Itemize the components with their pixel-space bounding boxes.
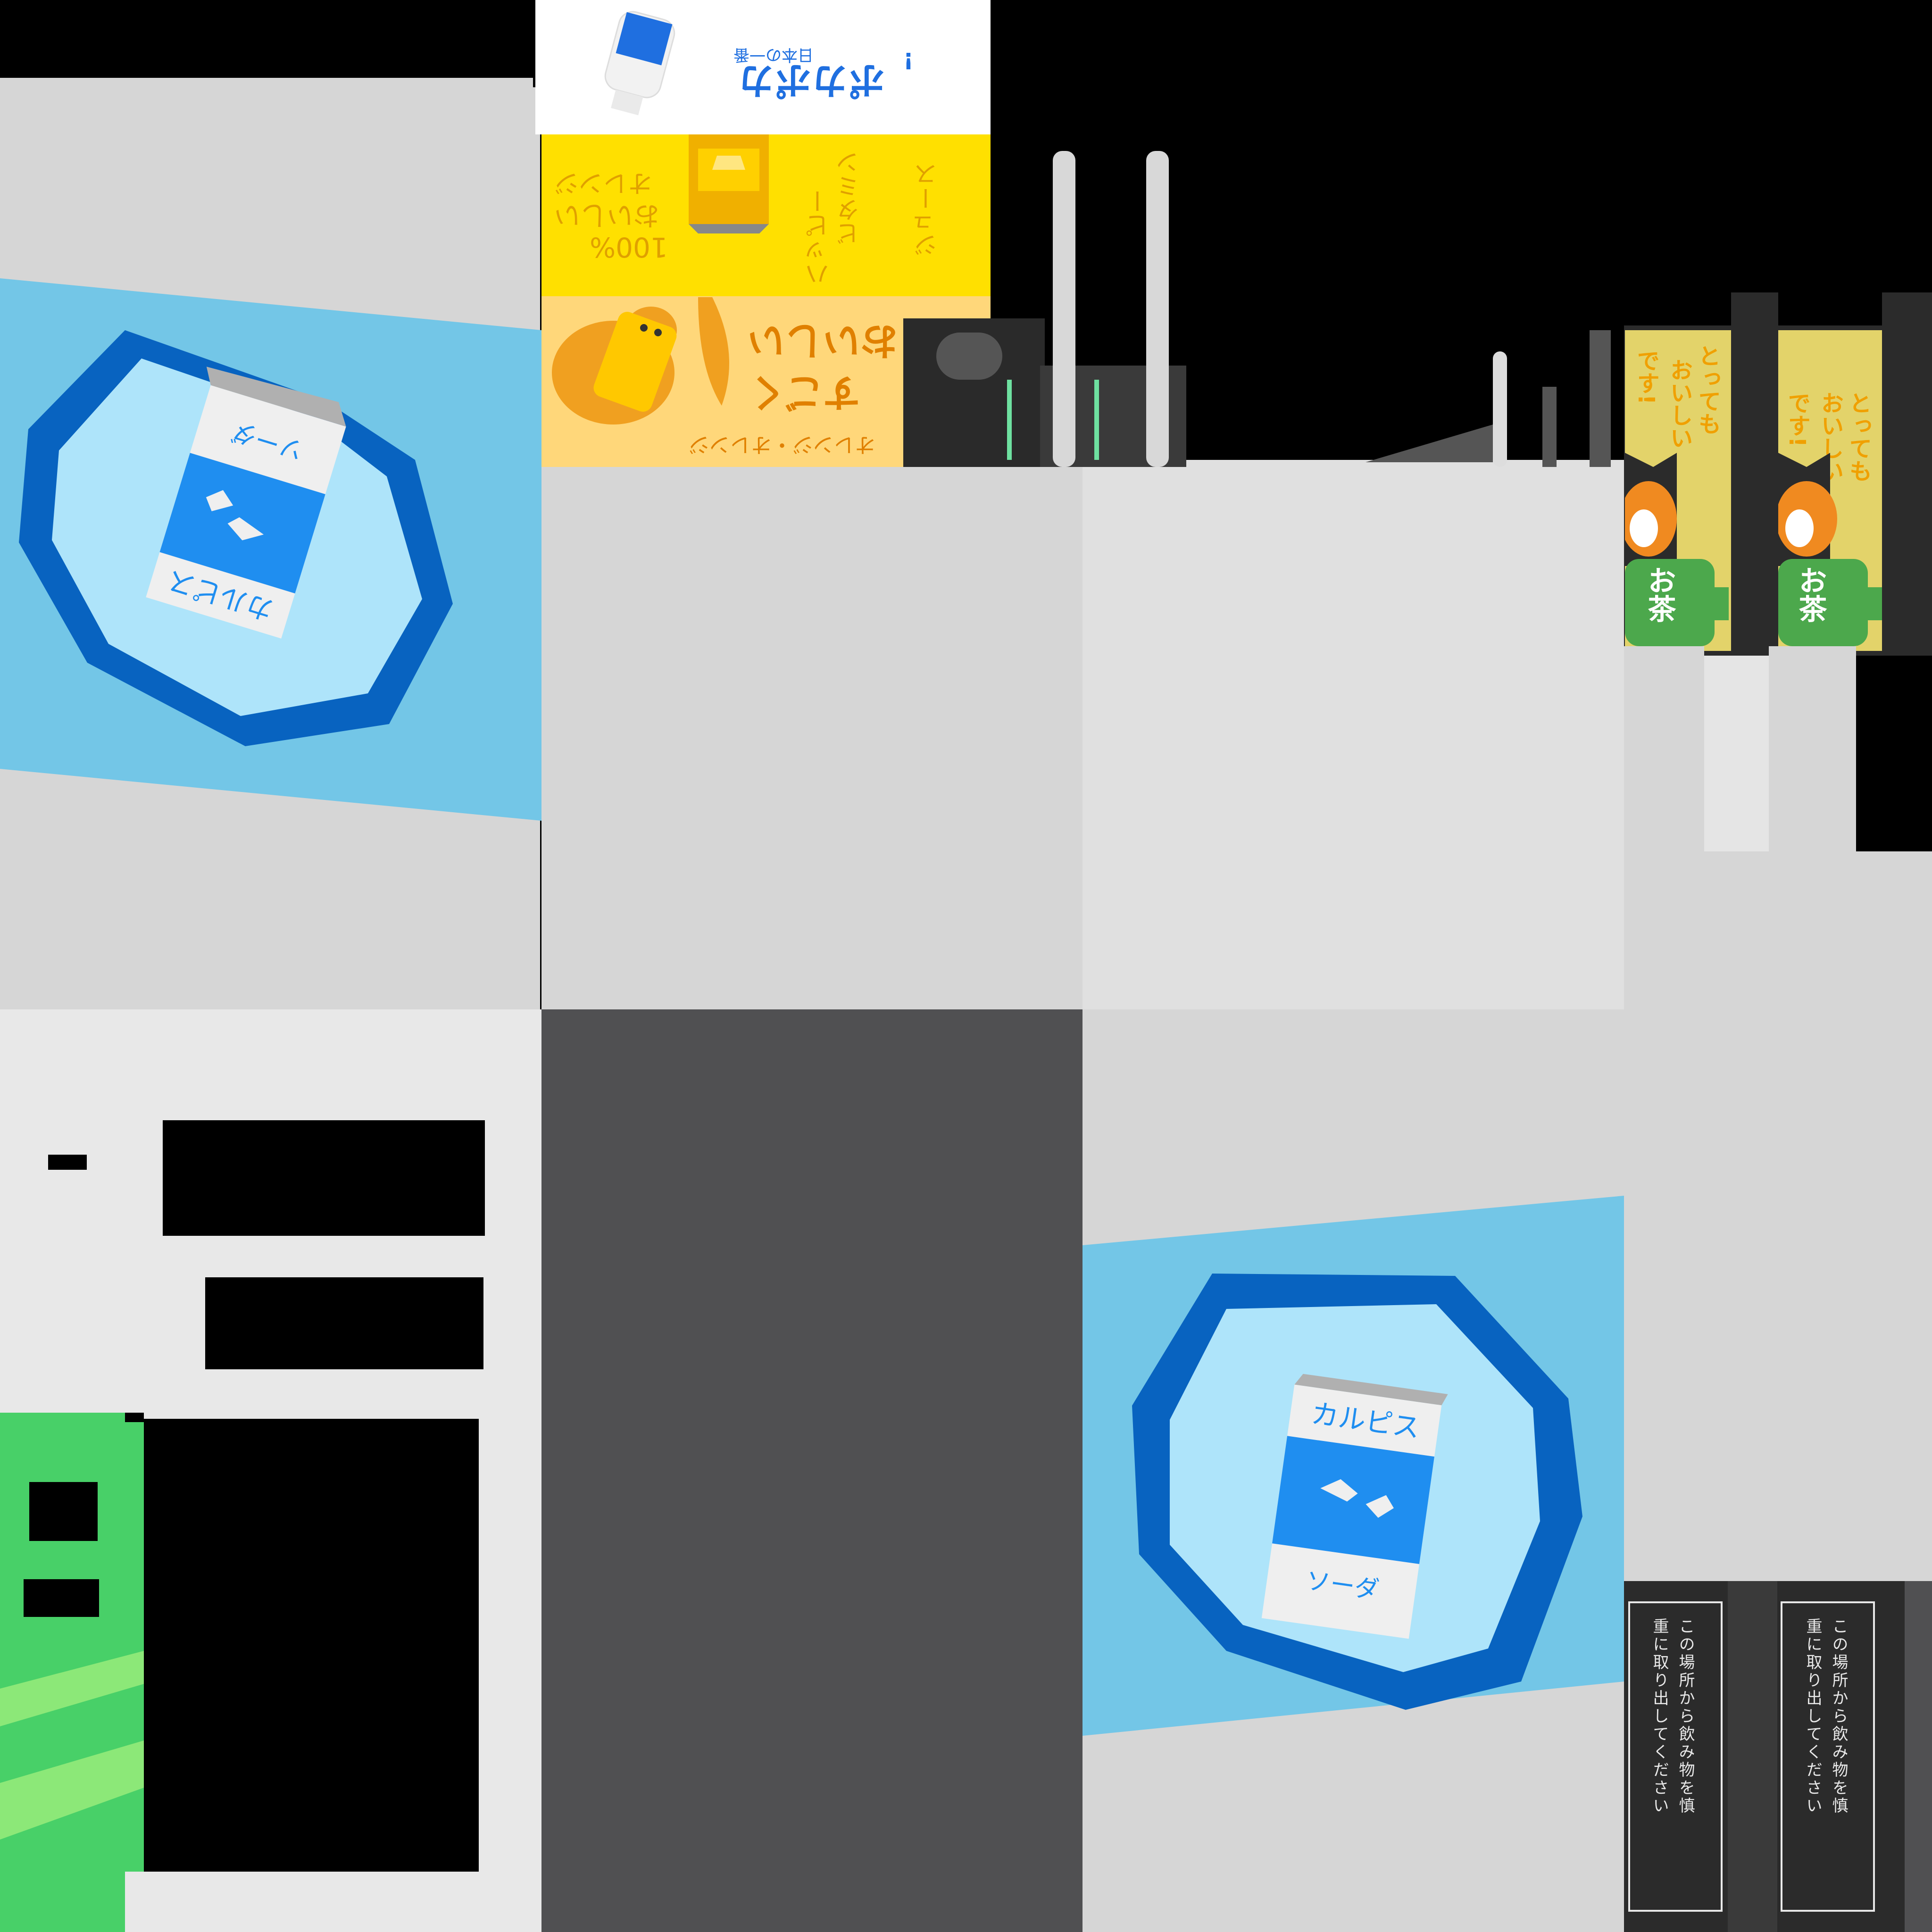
tea-text-tottemo-b: とっても (1845, 391, 1872, 482)
tea-bottle-icon-b (1778, 559, 1882, 646)
notice-box-a (1628, 1601, 1723, 1912)
orange-can-icon (689, 134, 769, 233)
orange-text-orange: オレンジ (554, 168, 653, 197)
tea-text-desu-a: です! (1633, 349, 1659, 405)
orange-big-text-sugoku: すごく (748, 370, 861, 414)
orange-mascot-icon (552, 297, 729, 425)
center-panel-a (541, 467, 1083, 1009)
green-stripes (0, 1651, 144, 1840)
tea-dog-icon-a (1625, 453, 1677, 566)
small-bar-3 (1590, 330, 1611, 467)
small-ramp (1366, 425, 1493, 462)
panel-corner-a (125, 1413, 144, 1422)
right-column-a (1624, 646, 1704, 1590)
green-led-2 (1094, 380, 1099, 460)
notice-text-b2: 重に取り出してください (1803, 1618, 1822, 1815)
notice-panel-b (1777, 1581, 1905, 1932)
calpis-poster-upside-down: カルピス ソーダ (0, 278, 541, 821)
small-bar-1 (1493, 351, 1507, 467)
right-column-b (1704, 656, 1769, 854)
pole-1 (1053, 151, 1075, 467)
calpis-poster: カルピス ソーダ (1083, 1196, 1624, 1736)
orange-text-happy: ハッピー (806, 189, 834, 287)
display-window-a (163, 1120, 485, 1236)
panel-corner-b (125, 1872, 144, 1932)
green-button-a (29, 1482, 98, 1541)
green-button-b (24, 1579, 99, 1617)
right-column-d (1704, 851, 1932, 1590)
tea-bottle-icon-a (1625, 559, 1729, 646)
green-led-1 (1007, 380, 1012, 460)
tea-dog-icon-b (1778, 453, 1837, 566)
pole-2 (1146, 151, 1169, 467)
small-bar-2 (1542, 387, 1557, 467)
notice-panel-a (1624, 1581, 1728, 1932)
notice-text-a1: この場所から飲み物を慎 (1676, 1618, 1695, 1815)
notice-text-a2: 重に取り出してください (1650, 1618, 1669, 1815)
orange-big-text-oishii: おいしい (748, 318, 899, 362)
center-panel-b (1083, 460, 1624, 1009)
tea-bottle-label-b: お茶 (1794, 566, 1827, 623)
pocari-exclaim-text: ! (903, 47, 914, 74)
pocari-bottle-icon (604, 11, 675, 116)
notice-edge (1905, 1581, 1932, 1932)
tea-banner-edge (1882, 292, 1932, 656)
orange-text-juice: ジュース (914, 163, 941, 257)
pocari-tagline-text: 日本の一番 (733, 45, 814, 64)
dark-side-panel (541, 1009, 1083, 1932)
main-window (144, 1419, 479, 1872)
orange-text-vitamin: ビタミン (836, 151, 863, 245)
dark-knob (936, 333, 1002, 380)
notice-gap (1728, 1581, 1777, 1932)
tea-text-tottemo-a: とっても (1694, 344, 1721, 435)
notice-box-b (1781, 1601, 1875, 1912)
tea-text-oishii-a: おいしい (1666, 358, 1692, 449)
tea-bottle-label-a: お茶 (1643, 566, 1676, 623)
small-slot (48, 1155, 87, 1170)
notice-text-b1: この場所から飲み物を慎 (1829, 1618, 1848, 1815)
orange-footer-text: オレンジ・オレンジ (689, 433, 875, 457)
tea-text-desu-b: です! (1784, 391, 1810, 447)
tea-banner-gap (1731, 292, 1778, 651)
display-window-b (205, 1277, 483, 1369)
orange-text-oishii: おいしい (554, 200, 660, 230)
